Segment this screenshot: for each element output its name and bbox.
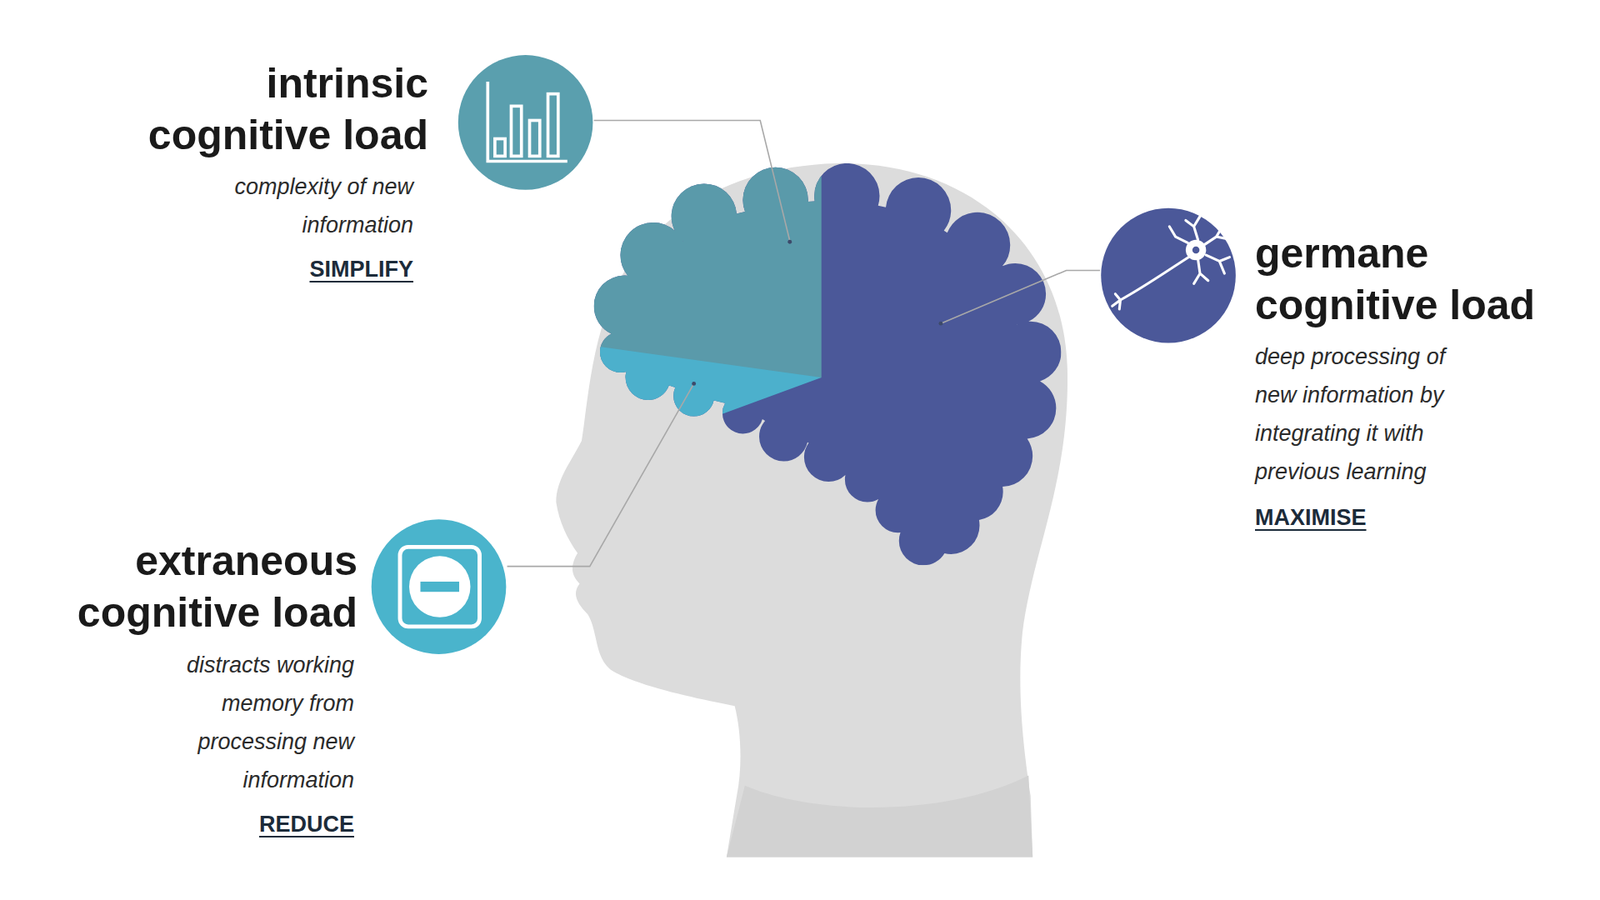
intrinsic-load-callout: intrinsic cognitive loadcomplexity of ne…	[78, 57, 429, 286]
leader-dots	[691, 240, 943, 386]
germane-load-callout: germane cognitive loaddeep processing of…	[1255, 227, 1589, 535]
action-label: MAXIMISE	[1255, 500, 1464, 535]
bar-chart-icon	[458, 55, 594, 190]
load-heading: intrinsic cognitive load	[95, 57, 429, 161]
leader-lines	[507, 120, 1100, 566]
action-label: REDUCE	[145, 807, 355, 841]
brain	[571, 153, 1082, 582]
load-heading: extraneous cognitive load	[24, 535, 358, 639]
load-description: deep processing of new information by in…	[1255, 337, 1464, 491]
minus-icon	[371, 519, 507, 655]
neuron-icon	[1100, 208, 1236, 344]
load-heading: germane cognitive load	[1255, 227, 1589, 331]
load-description: distracts working memory from processing…	[145, 645, 355, 800]
collar	[726, 775, 1033, 858]
load-description: complexity of new information	[205, 167, 414, 245]
extraneous-load-callout: extraneous cognitive loaddistracts worki…	[15, 535, 358, 841]
action-label: SIMPLIFY	[205, 252, 414, 286]
